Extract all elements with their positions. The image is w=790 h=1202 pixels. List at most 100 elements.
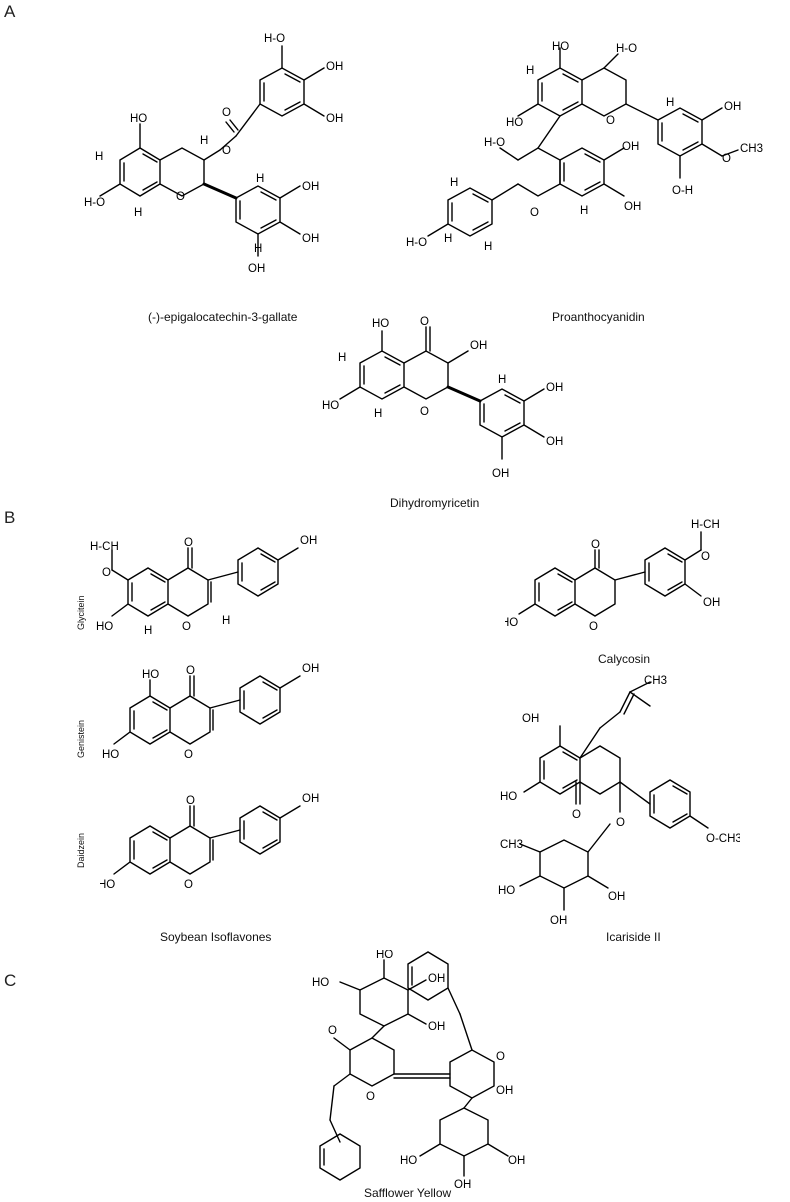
svg-text:H: H bbox=[526, 65, 534, 77]
panel-letter-b: B bbox=[4, 508, 16, 527]
svg-text:HO: HO bbox=[100, 879, 115, 891]
calycosin-caption: Calycosin bbox=[598, 652, 651, 666]
svg-text:OH: OH bbox=[454, 1179, 471, 1190]
svg-text:OH: OH bbox=[550, 915, 567, 927]
svg-text:O: O bbox=[530, 207, 539, 219]
svg-text:H: H bbox=[200, 135, 208, 147]
svg-text:O: O bbox=[420, 316, 429, 328]
svg-text:HO: HO bbox=[96, 621, 113, 633]
svg-text:OH: OH bbox=[302, 233, 319, 245]
svg-text:H: H bbox=[498, 374, 506, 386]
svg-text:O: O bbox=[572, 809, 581, 821]
svg-text:H: H bbox=[444, 233, 452, 245]
svg-text:H: H bbox=[95, 151, 103, 163]
svg-text:HO: HO bbox=[506, 117, 523, 129]
svg-text:O: O bbox=[366, 1091, 375, 1103]
svg-text:H-CH: H-CH bbox=[90, 541, 119, 553]
svg-text:HO: HO bbox=[505, 617, 518, 629]
svg-text:OH: OH bbox=[492, 468, 509, 480]
svg-text:OH: OH bbox=[302, 663, 319, 675]
proanthocyanidin-structure: HO HO H-O OH O CH3 O-H OH OH H-O O H-O O… bbox=[406, 41, 763, 253]
svg-text:H: H bbox=[254, 243, 262, 255]
dihydromyricetin-structure: HO O OH HO O OH OH OH H H H bbox=[322, 316, 563, 480]
svg-text:H-O: H-O bbox=[264, 33, 285, 45]
svg-text:H-CH: H-CH bbox=[691, 519, 720, 531]
svg-text:O: O bbox=[222, 145, 231, 157]
genistein-label: Genistein bbox=[76, 719, 86, 758]
svg-text:O: O bbox=[591, 539, 600, 551]
svg-text:H: H bbox=[450, 177, 458, 189]
svg-text:OH: OH bbox=[428, 1021, 445, 1033]
svg-text:O: O bbox=[328, 1025, 337, 1037]
svg-text:HO: HO bbox=[142, 669, 159, 681]
icariside-structure: OH HO O O O-CH3 CH3 CH3 HO OH OH bbox=[498, 675, 740, 927]
svg-text:OH: OH bbox=[428, 973, 445, 985]
svg-text:CH3: CH3 bbox=[740, 143, 763, 155]
svg-text:H: H bbox=[144, 625, 152, 637]
proanthocyanidin-caption: Proanthocyanidin bbox=[552, 310, 645, 324]
icariside-caption: Icariside II bbox=[606, 930, 661, 944]
svg-text:H-O: H-O bbox=[484, 137, 505, 149]
svg-text:OH: OH bbox=[546, 382, 563, 394]
svg-text:O: O bbox=[182, 621, 191, 633]
svg-text:OH: OH bbox=[302, 793, 319, 805]
svg-text:O-H: O-H bbox=[672, 185, 693, 197]
svg-text:O: O bbox=[722, 153, 731, 165]
svg-text:O: O bbox=[420, 406, 429, 418]
safflower-yellow-caption: Safflower Yellow bbox=[364, 1186, 452, 1200]
svg-text:CH3: CH3 bbox=[500, 839, 523, 851]
svg-text:HO: HO bbox=[312, 977, 329, 989]
svg-text:H: H bbox=[256, 173, 264, 185]
egcg-caption: (-)-epigalocatechin-3-gallate bbox=[148, 310, 298, 324]
svg-text:OH: OH bbox=[724, 101, 741, 113]
svg-text:O: O bbox=[616, 817, 625, 829]
svg-text:OH: OH bbox=[326, 61, 343, 73]
svg-text:HO: HO bbox=[130, 113, 147, 125]
svg-text:H: H bbox=[580, 205, 588, 217]
svg-text:H-O: H-O bbox=[84, 197, 105, 209]
soybean-isoflavones-caption: Soybean Isoflavones bbox=[160, 930, 272, 944]
calycosin-structure: H-CH O OH O O HO bbox=[505, 519, 720, 633]
panel-letter-a: A bbox=[4, 2, 16, 21]
svg-text:O: O bbox=[186, 665, 195, 677]
svg-text:OH: OH bbox=[470, 340, 487, 352]
svg-text:O: O bbox=[701, 551, 710, 563]
svg-text:OH: OH bbox=[522, 713, 539, 725]
svg-text:HO: HO bbox=[500, 791, 517, 803]
svg-text:O: O bbox=[496, 1051, 505, 1063]
safflower-yellow-structure: HO HO OH OH O O OH O OH HO OH bbox=[312, 950, 525, 1190]
svg-text:H: H bbox=[484, 241, 492, 253]
svg-text:OH: OH bbox=[248, 263, 265, 275]
glycitein-structure: H-CH O O O OH HO H H bbox=[90, 535, 317, 637]
svg-text:O-CH3: O-CH3 bbox=[706, 833, 740, 845]
svg-text:O: O bbox=[184, 537, 193, 549]
svg-text:O: O bbox=[606, 115, 615, 127]
svg-text:OH: OH bbox=[496, 1085, 513, 1097]
svg-text:OH: OH bbox=[703, 597, 720, 609]
panel-letter-c: C bbox=[4, 971, 17, 990]
svg-text:H: H bbox=[338, 352, 346, 364]
svg-text:OH: OH bbox=[546, 436, 563, 448]
svg-text:H-O: H-O bbox=[406, 237, 427, 249]
svg-text:OH: OH bbox=[508, 1155, 525, 1167]
svg-text:HO: HO bbox=[400, 1155, 417, 1167]
egcg-structure: HO H-O O O O OH OH OH H-O OH OH H H H H … bbox=[84, 33, 343, 275]
svg-text:HO: HO bbox=[552, 41, 569, 53]
svg-text:H-O: H-O bbox=[616, 43, 637, 55]
daidzein-label: Daidzein bbox=[76, 832, 86, 868]
genistein-structure: HO O O OH HO bbox=[102, 663, 319, 761]
svg-text:O: O bbox=[222, 107, 231, 119]
svg-text:OH: OH bbox=[300, 535, 317, 547]
svg-text:HO: HO bbox=[102, 749, 119, 761]
svg-text:O: O bbox=[589, 621, 598, 633]
svg-text:HO: HO bbox=[498, 885, 515, 897]
svg-text:OH: OH bbox=[326, 113, 343, 125]
svg-text:HO: HO bbox=[376, 950, 393, 961]
svg-text:OH: OH bbox=[624, 201, 641, 213]
svg-text:OH: OH bbox=[302, 181, 319, 193]
svg-text:H: H bbox=[374, 408, 382, 420]
svg-text:O: O bbox=[184, 749, 193, 761]
svg-text:OH: OH bbox=[622, 141, 639, 153]
svg-text:OH: OH bbox=[608, 891, 625, 903]
